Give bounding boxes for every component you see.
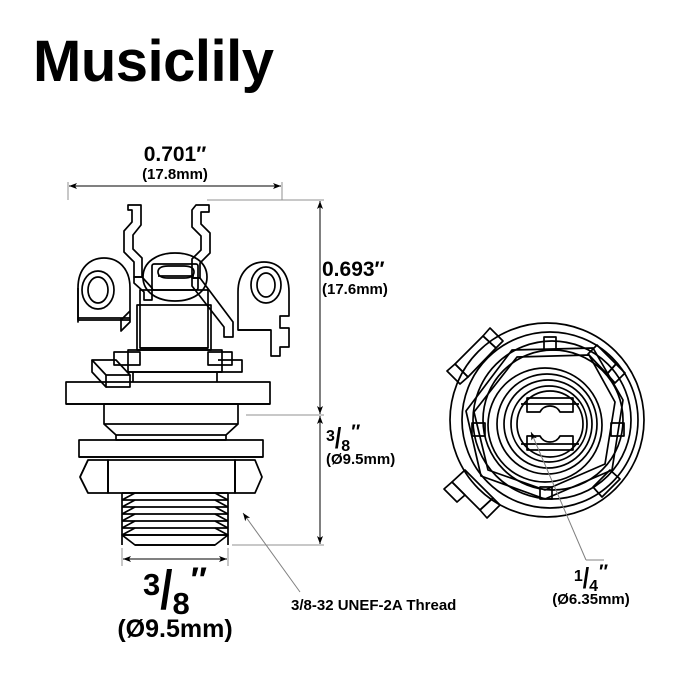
outer-flange-ring (449, 322, 645, 518)
thread-length-label: 3/8″ (Ø9.5mm) (326, 421, 396, 469)
hex-nut (79, 459, 263, 494)
fraction-slash-icon: / (160, 559, 173, 622)
thread-diameter-prime: ″ (190, 560, 208, 599)
thread-diameter-fraction: 3/8″ (142, 560, 207, 621)
bore-diameter-fraction: 1/4″ (573, 561, 608, 595)
barrel-end (121, 534, 229, 546)
nut-detail-tabs (471, 336, 625, 500)
overall-width-inch: 0.701″ (143, 143, 207, 166)
jack-body-block (127, 289, 223, 382)
lug-eyelet-left (81, 270, 115, 310)
front-face-view (443, 322, 645, 519)
hex-nut-outline-front (465, 347, 624, 500)
body-lower-ledges (91, 351, 243, 388)
dimension-lines (67, 182, 604, 593)
thread-length-numerator: 3 (326, 427, 335, 445)
leader-thread-spec (242, 512, 301, 593)
sleeve-ring-4 (510, 385, 588, 463)
thread-diameter-mm: (Ø9.5mm) (117, 615, 233, 644)
brand-logo: Musiclily (33, 29, 274, 94)
solder-lug-left (77, 257, 131, 332)
thread-length-denominator: 8 (341, 437, 351, 455)
solder-lug-tab-lower-left (443, 469, 501, 519)
body-height-mm: (17.6mm) (322, 280, 388, 298)
thread-length-mm: (Ø9.5mm) (326, 450, 396, 468)
leader-bore-diameter (530, 431, 587, 561)
solder-lug-right (237, 261, 290, 357)
bore-diameter-denominator: 4 (589, 577, 599, 595)
body-height-inch: 0.693″ (322, 258, 385, 281)
flange-ring-2 (461, 331, 639, 509)
solder-lug-tab-upper-right (587, 344, 626, 384)
thread-diameter-numerator: 3 (142, 567, 161, 603)
sleeve-ring-1 (487, 367, 603, 483)
bore-diameter-prime: ″ (599, 562, 609, 584)
thread-specification-text: 3/8-32 UNEF-2A Thread (291, 597, 457, 614)
collar (103, 403, 239, 441)
solder-lug-tab-lower-right (592, 469, 621, 498)
bore-diameter-mm: (Ø6.35mm) (552, 590, 630, 608)
threaded-barrel (121, 492, 229, 546)
overall-width-mm: (17.8mm) (142, 165, 208, 183)
thread-diameter-label: 3/8″ (Ø9.5mm) (82, 560, 268, 644)
bore-diameter-numerator: 1 (573, 567, 583, 585)
washer (78, 439, 264, 458)
thread-diameter-denominator: 8 (172, 586, 190, 622)
mounting-flange (65, 381, 271, 405)
sleeve-ring-2 (496, 373, 598, 475)
fraction-slash-icon: / (334, 421, 342, 455)
contact-spring-right (191, 204, 211, 279)
bore-diameter-label: 1/4″ (Ø6.35mm) (524, 561, 658, 609)
body-height-label: 0.693″ (17.6mm) (322, 258, 388, 298)
thread-length-prime: ″ (351, 422, 361, 444)
fraction-slash-icon: / (582, 561, 590, 595)
side-elevation-view (65, 204, 290, 546)
quarter-inch-bore (516, 390, 584, 458)
solder-lug-tab-upper-left (446, 327, 504, 385)
thread-length-fraction: 3/8″ (326, 421, 360, 455)
sleeve-ring-3 (503, 379, 593, 469)
lug-eyelet-right (250, 266, 282, 304)
overall-width-label: 0.701″ (17.8mm) (108, 143, 242, 183)
contact-spring-left (123, 204, 143, 278)
